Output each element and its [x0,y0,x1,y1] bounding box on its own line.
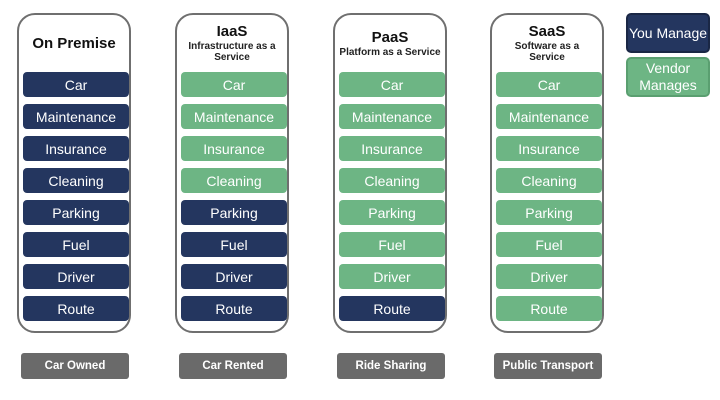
footer-label-ride-sharing: Ride Sharing [337,353,445,379]
legend-vendor-manages: Vendor Manages [626,57,710,97]
footer-label-public-transport: Public Transport [494,353,602,379]
cell-insurance: Insurance [496,136,602,161]
cell-maintenance: Maintenance [496,104,602,129]
column-title: IaaS [216,23,248,40]
column-title: On Premise [32,34,116,52]
column-subtitle: Infrastructure as a Service [188,41,276,63]
cell-cleaning: Cleaning [181,168,287,193]
column-header: SaaS Software as a Service [492,17,602,69]
cell-driver: Driver [23,264,129,289]
cell-driver: Driver [181,264,287,289]
column-saas: SaaS Software as a Service Car Maintenan… [490,13,604,333]
column-on-premise: On Premise Car Maintenance Insurance Cle… [17,13,131,333]
column-subtitle: Platform as a Service [339,46,441,58]
cell-car: Car [23,72,129,97]
cell-route: Route [181,296,287,321]
cell-route: Route [23,296,129,321]
cell-driver: Driver [496,264,602,289]
cell-insurance: Insurance [339,136,445,161]
cell-insurance: Insurance [181,136,287,161]
cell-parking: Parking [181,200,287,225]
cell-driver: Driver [339,264,445,289]
cell-fuel: Fuel [496,232,602,257]
legend-you-manage: You Manage [626,13,710,53]
cell-car: Car [181,72,287,97]
cell-maintenance: Maintenance [23,104,129,129]
cell-car: Car [339,72,445,97]
column-iaas: IaaS Infrastructure as a Service Car Mai… [175,13,289,333]
cell-route: Route [339,296,445,321]
cell-fuel: Fuel [23,232,129,257]
cell-cleaning: Cleaning [339,168,445,193]
column-header: On Premise [19,17,129,69]
cell-cleaning: Cleaning [496,168,602,193]
cell-parking: Parking [496,200,602,225]
column-header: PaaS Platform as a Service [335,17,445,69]
cell-fuel: Fuel [181,232,287,257]
cell-parking: Parking [23,200,129,225]
footer-label-car-rented: Car Rented [179,353,287,379]
cell-insurance: Insurance [23,136,129,161]
cell-fuel: Fuel [339,232,445,257]
column-subtitle: Software as a Service [514,41,580,63]
column-header: IaaS Infrastructure as a Service [177,17,287,69]
cell-cleaning: Cleaning [23,168,129,193]
cell-route: Route [496,296,602,321]
cell-maintenance: Maintenance [181,104,287,129]
column-title: PaaS [371,28,409,46]
column-paas: PaaS Platform as a Service Car Maintenan… [333,13,447,333]
cell-car: Car [496,72,602,97]
cell-maintenance: Maintenance [339,104,445,129]
cell-parking: Parking [339,200,445,225]
column-title: SaaS [528,23,566,40]
footer-label-car-owned: Car Owned [21,353,129,379]
